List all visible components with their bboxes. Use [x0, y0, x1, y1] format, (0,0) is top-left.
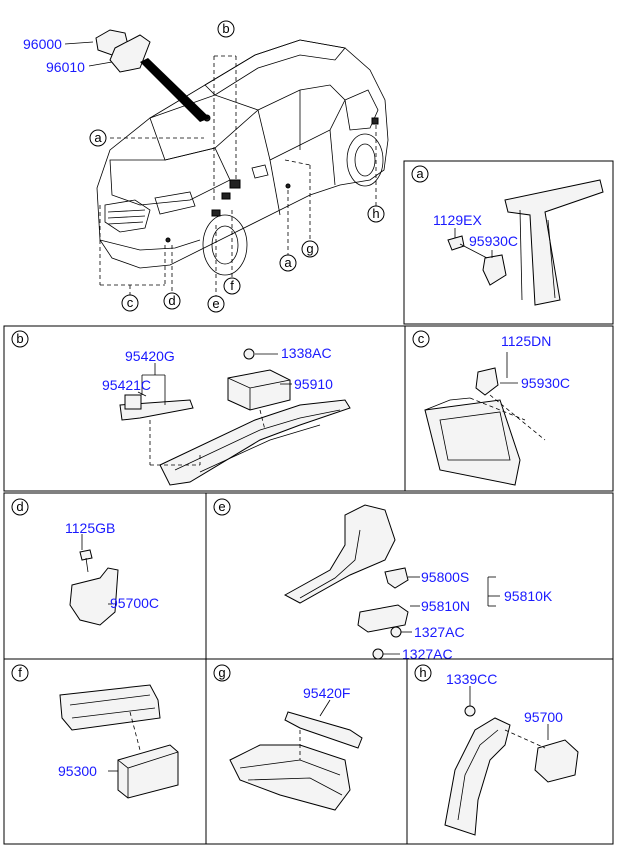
part-number-95300: 95300: [58, 763, 97, 779]
svg-text:d: d: [168, 293, 175, 308]
panel-g: g 95420F: [205, 658, 408, 845]
car-illustration: [96, 39, 389, 276]
overview-leaders: [64, 41, 377, 296]
part-number-96000: 96000: [23, 36, 62, 52]
part-number-95421c: 95421C: [102, 377, 151, 393]
part-number-1339cc: 1339CC: [446, 671, 497, 687]
part-number-95930c-a: 95930C: [469, 233, 518, 249]
part-number-95930c-c: 95930C: [521, 375, 570, 391]
smart-key-illustration: [95, 29, 210, 122]
panel-d: d 1125GB 95700C: [3, 492, 207, 660]
callout-e-overview: e: [207, 295, 225, 313]
svg-text:a: a: [284, 255, 292, 270]
part-number-95700: 95700: [524, 709, 563, 725]
svg-text:h: h: [419, 665, 426, 680]
svg-text:d: d: [16, 499, 23, 514]
part-number-95800s: 95800S: [421, 569, 469, 585]
svg-text:e: e: [212, 296, 219, 311]
part-number-95420f: 95420F: [303, 685, 350, 701]
svg-text:a: a: [416, 166, 424, 181]
svg-text:b: b: [16, 331, 23, 346]
svg-text:b: b: [222, 21, 229, 36]
part-number-95910: 95910: [294, 376, 333, 392]
panel-e: e 95800S 95810K 95810N 1327AC 1327AC: [205, 492, 614, 662]
svg-text:f: f: [18, 665, 22, 680]
svg-text:h: h: [372, 206, 379, 221]
svg-text:g: g: [306, 241, 313, 256]
part-number-1327ac-lower: 1327AC: [402, 646, 453, 662]
svg-text:c: c: [418, 331, 425, 346]
callout-h-overview: h: [367, 205, 385, 223]
part-number-1338ac: 1338AC: [281, 345, 332, 361]
part-number-95810n: 95810N: [421, 598, 470, 614]
panel-c: c 1125DN 95930C: [404, 325, 614, 492]
panel-h: h 1339CC 95700: [406, 658, 614, 845]
part-number-95810k: 95810K: [504, 588, 553, 604]
part-number-1125gb: 1125GB: [65, 520, 115, 536]
callout-b-overview: b: [217, 20, 235, 38]
callout-f-overview: f: [223, 277, 241, 295]
svg-text:a: a: [94, 130, 102, 145]
part-number-1129ex: 1129EX: [433, 212, 482, 228]
svg-text:c: c: [127, 295, 134, 310]
part-number-96010: 96010: [46, 59, 85, 75]
callout-g-overview: g: [301, 240, 319, 258]
callout-c-overview: c: [121, 294, 139, 312]
part-number-1327ac-upper: 1327AC: [414, 624, 465, 640]
callout-a2-overview: a: [279, 254, 297, 272]
svg-text:e: e: [218, 499, 225, 514]
svg-text:g: g: [218, 665, 225, 680]
panel-a: a 1129EX 95930C: [403, 160, 614, 325]
part-number-95700c: 95700C: [110, 595, 159, 611]
panel-b: b 95420G 1338AC 95421C 95910: [3, 325, 406, 492]
svg-text:f: f: [230, 278, 234, 293]
callout-a-overview: a: [89, 129, 107, 147]
panel-f: f 95300: [3, 658, 207, 845]
part-number-95420g: 95420G: [125, 348, 175, 364]
part-number-1125dn: 1125DN: [501, 333, 551, 349]
callout-d-overview: d: [163, 292, 181, 310]
